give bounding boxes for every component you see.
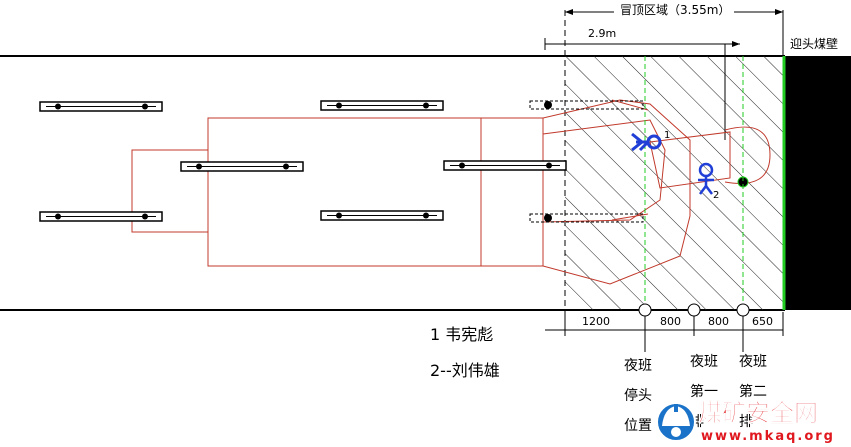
cutting-arm — [649, 131, 731, 189]
support-marker — [638, 303, 652, 317]
support-beam — [39, 101, 163, 112]
note-stop-line-3: 位置 — [624, 418, 652, 434]
worker-1-label: 1 — [664, 130, 670, 141]
support-beam — [320, 210, 444, 221]
coal-face — [782, 10, 851, 310]
inner-span-label: 2.9m — [588, 27, 616, 40]
dim-650: 650 — [752, 315, 773, 328]
worker-2-label: 2 — [713, 190, 719, 201]
top-dimensions: 冒顶区域（3.55m） 2.9m 迎头煤壁 — [544, 1, 838, 140]
support-beam — [320, 100, 444, 111]
support-point — [544, 214, 552, 222]
support-row-lines — [644, 56, 744, 310]
machine-body — [207, 117, 544, 267]
support-point — [544, 101, 552, 109]
support-beam — [443, 160, 567, 171]
support-marker — [736, 303, 750, 317]
note-row1-line-1: 夜班 — [690, 354, 718, 370]
worker-1-figure — [631, 132, 662, 152]
worker-legend: 1 韦宪彪 2--刘伟雄 — [430, 325, 500, 380]
face-label: 迎头煤壁 — [790, 36, 838, 51]
note-row1-line-2: 第一 — [690, 383, 718, 400]
support-notes: 夜班 停头 位置 夜班 第一 排 夜班 第二 排 — [624, 316, 767, 434]
support-beam — [180, 161, 304, 172]
dashed-supports — [529, 100, 644, 223]
watermark-title: 煤矿安全网 — [698, 399, 818, 427]
support-beam — [39, 211, 163, 222]
worker-2-figure — [698, 162, 714, 195]
note-row2-line-3: 排 — [739, 414, 753, 430]
dim-800-a: 800 — [660, 315, 681, 328]
legend-line-1: 1 韦宪彪 — [430, 325, 493, 344]
coal-face-block — [785, 56, 851, 310]
watermark-url: www.mkaq.org — [701, 429, 835, 444]
dim-1200: 1200 — [582, 315, 610, 328]
helmet-logo-icon — [656, 402, 696, 442]
support-beams — [39, 100, 749, 222]
legend-line-2: 2--刘伟雄 — [430, 361, 500, 380]
note-row2-line-1: 夜班 — [739, 354, 767, 370]
note-stop-line-1: 夜班 — [624, 358, 652, 374]
dim-800-b: 800 — [708, 315, 729, 328]
roof-region-label: 冒顶区域（3.55m） — [620, 3, 730, 17]
watermark: 煤矿安全网 www.mkaq.org — [656, 399, 835, 444]
note-row2-line-2: 第二 — [739, 383, 767, 400]
note-stop-line-2: 停头 — [624, 387, 652, 404]
support-marker — [687, 303, 701, 317]
